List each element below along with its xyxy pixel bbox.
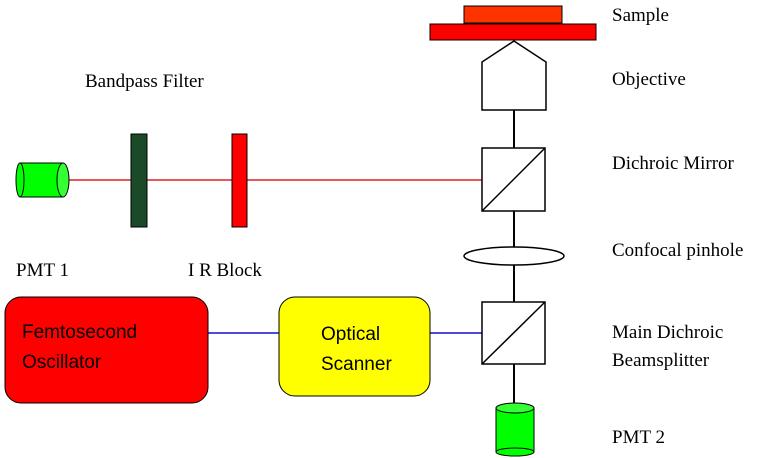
- pmt1-face: [56, 162, 70, 198]
- pmt1-label: PMT 1: [16, 260, 69, 281]
- objective-lens: [481, 40, 547, 111]
- sample-slide: [463, 5, 563, 24]
- bandpass-filter-label: Bandpass Filter: [85, 71, 204, 92]
- main-dichroic-label-line2: Beamsplitter: [612, 350, 710, 371]
- optical-scanner-box: [278, 296, 431, 397]
- objective-label: Objective: [612, 69, 686, 90]
- main-dichroic-diagonal: [481, 301, 546, 365]
- oscillator-label-line1: Femtosecond: [22, 322, 137, 343]
- scanner-label-line2: Scanner: [321, 354, 392, 375]
- pmt2-bottom-edge: [495, 447, 535, 457]
- confocal-pinhole-label: Confocal pinhole: [612, 240, 743, 261]
- scanner-label-line1: Optical: [321, 324, 380, 345]
- sample-label: Sample: [612, 5, 669, 26]
- oscillator-label-line2: Oscillator: [22, 352, 102, 373]
- dichroic-mirror-diagonal: [481, 147, 546, 212]
- dichroic-mirror-label: Dichroic Mirror: [612, 153, 735, 174]
- main-dichroic-label-line1: Main Dichroic: [612, 322, 723, 343]
- femtosecond-oscillator-box: [4, 296, 209, 404]
- pmt2-label: PMT 2: [612, 427, 665, 448]
- sample-stage: [429, 23, 597, 41]
- pmt1-back-edge: [15, 162, 25, 198]
- confocal-pinhole-lens: [463, 246, 565, 266]
- pmt2-top: [495, 402, 535, 414]
- ir-block-label: I R Block: [188, 260, 262, 281]
- ir-block-filter: [231, 133, 248, 228]
- pmt2-body: [495, 407, 535, 453]
- bandpass-filter: [130, 133, 148, 228]
